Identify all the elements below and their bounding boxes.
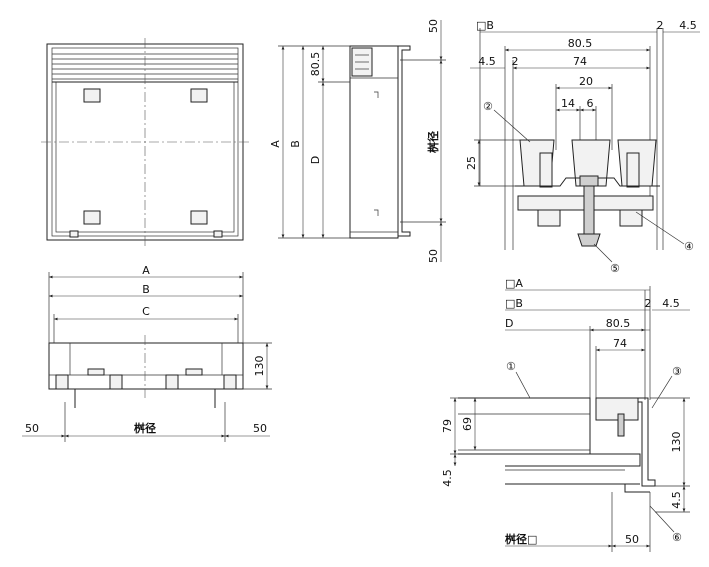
clip-right bbox=[626, 152, 640, 188]
side-view: A B D 80.5 桝径 50 50 bbox=[269, 19, 446, 263]
label-B-vertical: B bbox=[289, 140, 302, 148]
callout-4: ④ bbox=[684, 240, 694, 253]
label-A-vertical: A bbox=[269, 140, 282, 148]
section-holder bbox=[595, 397, 639, 421]
clip-left bbox=[539, 152, 553, 188]
section-flange bbox=[638, 397, 656, 487]
callout-1: ① bbox=[506, 360, 516, 373]
callout-2: ② bbox=[483, 100, 493, 113]
bolt-shaft bbox=[583, 185, 595, 235]
dim-20-detail: 20 bbox=[579, 75, 593, 88]
label-masukei-front: 桝径 bbox=[134, 421, 156, 435]
cover-hook-bl bbox=[83, 210, 101, 225]
section-frame-top bbox=[505, 453, 641, 467]
dim-6-detail: 6 bbox=[587, 97, 594, 110]
dim-45-section-right: 4.5 bbox=[670, 491, 683, 509]
section-cover bbox=[458, 397, 591, 455]
top-view bbox=[41, 38, 249, 246]
corner-tab-br bbox=[213, 230, 223, 238]
dim-14-detail: 14 bbox=[561, 97, 575, 110]
dim-2-section: 2 bbox=[645, 297, 652, 310]
dim-50-side-top: 50 bbox=[427, 19, 440, 33]
dim-805-side: 80.5 bbox=[309, 52, 322, 77]
dim-50-side-bottom: 50 bbox=[427, 249, 440, 263]
side-view-flange bbox=[398, 45, 411, 237]
label-C-front: C bbox=[142, 305, 150, 318]
dim-74-detail: 74 bbox=[573, 55, 587, 68]
dim-50-front-right: 50 bbox=[253, 422, 267, 435]
cover-hook-br bbox=[190, 210, 208, 225]
label-B-front: B bbox=[142, 283, 150, 296]
dim-50-front-left: 50 bbox=[25, 422, 39, 435]
cover-hook-tl bbox=[83, 88, 101, 103]
label-D-vertical: D bbox=[309, 156, 322, 164]
label-boxA-section: □A bbox=[505, 277, 523, 290]
dim-805-section: 80.5 bbox=[606, 317, 631, 330]
dim-45-detail-top: 4.5 bbox=[679, 19, 697, 32]
dim-805-detail: 80.5 bbox=[568, 37, 593, 50]
label-masukei-box: 桝径□ bbox=[505, 532, 537, 546]
bolt-head bbox=[577, 233, 601, 247]
dim-74-section: 74 bbox=[613, 337, 627, 350]
front-view-body bbox=[48, 342, 244, 390]
dim-79-section: 79 bbox=[441, 419, 454, 433]
dim-25-detail: 25 bbox=[465, 156, 478, 170]
dim-69-section: 69 bbox=[461, 417, 474, 431]
dim-2-detail-top: 2 bbox=[657, 19, 664, 32]
callout-6: ⑥ bbox=[672, 531, 682, 544]
callout-5: ⑤ bbox=[610, 262, 620, 275]
detail-view: □B 2 4.5 80.5 74 4.5 2 20 14 6 25 bbox=[465, 19, 700, 275]
label-A-front: A bbox=[142, 264, 150, 277]
label-boxB-detail: □B bbox=[476, 19, 494, 32]
label-masukei-side: 桝径 bbox=[426, 131, 440, 153]
corner-tab-bl bbox=[69, 230, 79, 238]
label-boxB-section: □B bbox=[505, 297, 523, 310]
dim-2-detail-left: 2 bbox=[512, 55, 519, 68]
dim-50-section: 50 bbox=[625, 533, 639, 546]
dim-45-section-left: 4.5 bbox=[441, 469, 454, 487]
side-view-body bbox=[349, 45, 399, 239]
label-D-section: D bbox=[505, 317, 513, 330]
cover-hook-tr bbox=[190, 88, 208, 103]
holder-center bbox=[571, 139, 611, 187]
section-view: □A □B 2 4.5 D 80.5 74 79 69 4.5 bbox=[441, 277, 690, 552]
callout-3: ③ bbox=[672, 365, 682, 378]
dim-130-front: 130 bbox=[253, 356, 266, 377]
dim-130-section: 130 bbox=[670, 432, 683, 453]
front-view: A B C 130 桝径 50 50 bbox=[22, 264, 272, 442]
dim-45-detail-left: 4.5 bbox=[478, 55, 496, 68]
dim-45-section-top: 4.5 bbox=[662, 297, 680, 310]
